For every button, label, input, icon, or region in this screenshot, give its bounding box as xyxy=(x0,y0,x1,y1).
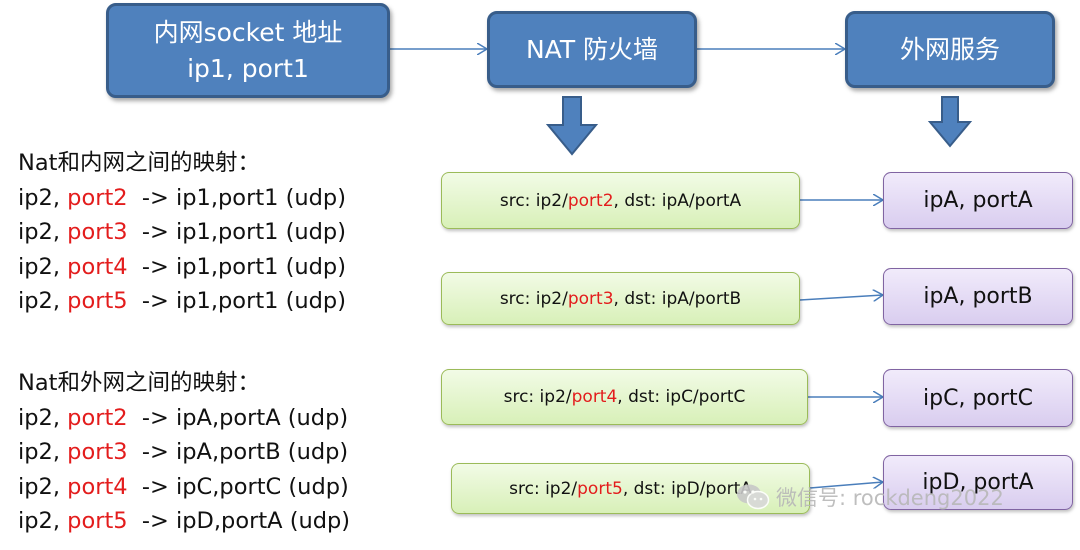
packet-box-port4: src: ip2/port4, dst: ipC/portC xyxy=(441,369,808,425)
wechat-watermark: 微信号: rockdeng2022 xyxy=(736,482,1004,512)
down-arrow-external xyxy=(927,96,973,148)
internal-socket-label: 内网socket 地址 xyxy=(153,17,343,47)
internal-socket-address: ip1, port1 xyxy=(187,53,309,83)
external-mapping-row: ip2, port3 -> ipA,portB (udp) xyxy=(18,439,349,465)
service-box-ipa-portb: ipA, portB xyxy=(883,268,1073,325)
external-mapping-row: ip2, port4 -> ipC,portC (udp) xyxy=(18,473,349,500)
internal-mapping: Nat和内网之间的映射： ip2, port2 -> ip1,port1 (ud… xyxy=(18,146,346,319)
packet-box-port2: src: ip2/port2, dst: ipA/portA xyxy=(441,172,800,229)
wechat-icon xyxy=(737,484,770,510)
service-box-ipa-porta: ipA, portA xyxy=(883,172,1073,229)
internal-mapping-row: ip2, port3 -> ip1,port1 (udp) xyxy=(18,219,346,245)
internal-mapping-row: ip2, port2 -> ip1,port1 (udp) xyxy=(18,184,346,211)
internal-socket-box: 内网socket 地址 ip1, port1 xyxy=(106,3,390,98)
internal-mapping-row: ip2, port5 -> ip1,port1 (udp) xyxy=(18,288,346,314)
nat-firewall-label: NAT 防火墙 xyxy=(525,34,659,64)
external-mapping: Nat和外网之间的映射： ip2, port2 -> ipA,portA (ud… xyxy=(18,366,350,539)
external-mapping-title: Nat和外网之间的映射： xyxy=(18,370,260,396)
service-box-ipc-portc: ipC, portC xyxy=(883,369,1073,427)
external-service-label: 外网服务 xyxy=(899,34,1000,64)
watermark-text: 微信号: rockdeng2022 xyxy=(776,486,1004,510)
internal-mapping-row: ip2, port4 -> ip1,port1 (udp) xyxy=(18,253,346,280)
external-mapping-row: ip2, port2 -> ipA,portA (udp) xyxy=(18,404,349,431)
external-mapping-row: ip2, port5 -> ipD,portA (udp) xyxy=(18,508,351,534)
arrow-packet-4 xyxy=(809,482,883,488)
nat-firewall-box: NAT 防火墙 xyxy=(487,11,697,88)
packet-box-port3: src: ip2/port3, dst: ipA/portB xyxy=(441,272,800,325)
arrow-packet-2 xyxy=(799,295,883,300)
service-box-ipd-porta: ipD, portA xyxy=(883,455,1073,510)
down-arrow-nat xyxy=(545,96,599,156)
internal-mapping-title: Nat和内网之间的映射： xyxy=(18,150,260,176)
external-service-box: 外网服务 xyxy=(845,11,1055,88)
